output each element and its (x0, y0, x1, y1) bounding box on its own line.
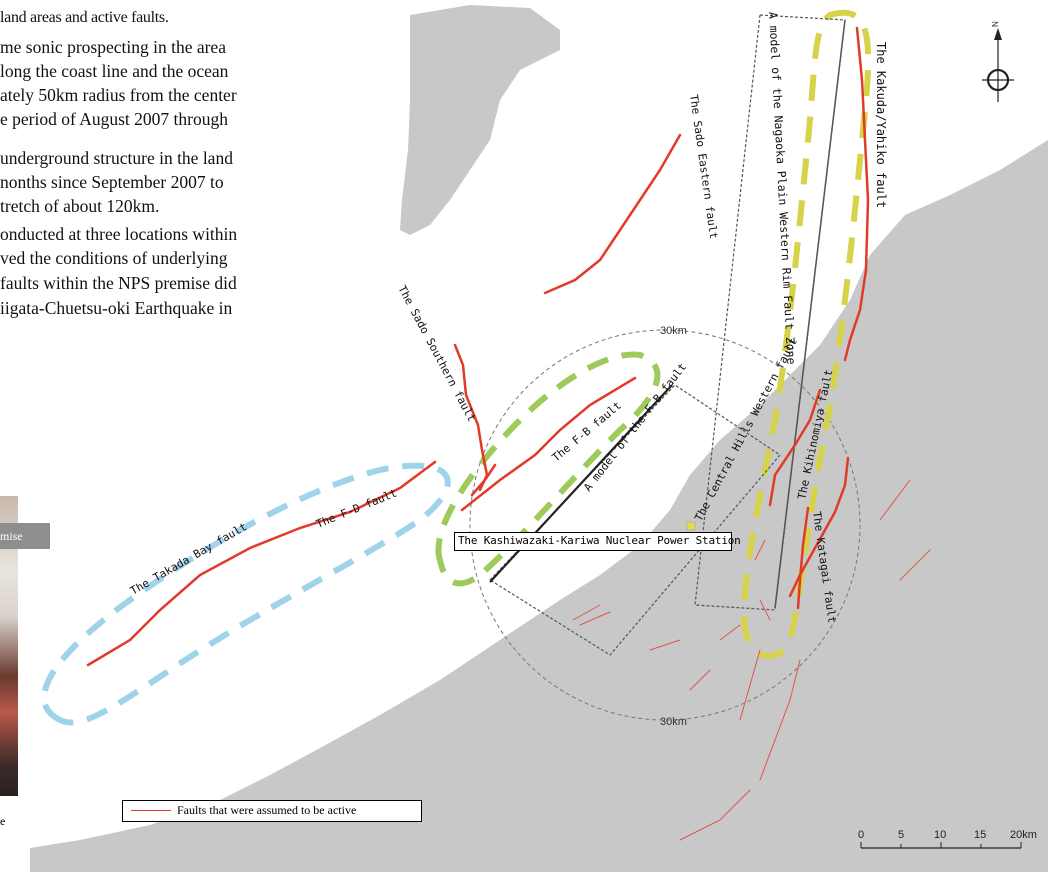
sado-island (400, 5, 560, 235)
body-text-line: onducted at three locations within (0, 224, 238, 244)
north-arrow: N (982, 21, 1014, 102)
label-fd: The F-D fault (314, 486, 399, 530)
scale-tick-20: 20km (1010, 829, 1037, 841)
sado-eastern-fault (543, 133, 682, 295)
body-text-line: ately 50km radius from the center (0, 85, 237, 105)
power-station-label: The Kashiwazaki-Kariwa Nuclear Power Sta… (458, 534, 741, 547)
body-text-line: tretch of about 120km. (0, 196, 160, 216)
kihinomiya-fault (788, 456, 850, 598)
label-sado-southern: The Sado Southern fault (395, 283, 478, 424)
label-nagaoka-model: A model of the Nagaoka Plain Western Rim… (766, 11, 798, 364)
radius-circle (469, 329, 861, 721)
radius-label-top: 30km (660, 325, 687, 337)
body-text-line: long the coast line and the ocean (0, 61, 229, 81)
body-text-line: me sonic prospecting in the area (0, 37, 226, 57)
label-sado-eastern: The Sado Eastern fault (687, 94, 720, 240)
body-text-line: e period of August 2007 through (0, 109, 228, 129)
north-label: N (991, 21, 1000, 27)
body-text-line: faults within the NPS premise did (0, 273, 237, 293)
photo-caption-bar (0, 523, 50, 549)
central-hills-fault (768, 388, 822, 507)
inspection-photo (0, 496, 18, 796)
legend: Faults that were assumed to be active (122, 800, 422, 822)
kakuda-yahiko-fault (843, 26, 870, 362)
photo-bottom-caption: e (0, 814, 6, 828)
sado-southern-fault-2 (470, 463, 497, 497)
body-text-line: underground structure in the land (0, 148, 233, 168)
active-faults (86, 26, 870, 667)
mainland (30, 140, 1048, 872)
scale-tick-0: 0 (858, 829, 864, 841)
scale-tick-5: 5 (898, 829, 904, 841)
nagaoka-model-line (774, 19, 846, 609)
radius-label-bottom: 30km (660, 716, 687, 728)
body-text-line: nonths since September 2007 to (0, 172, 224, 192)
nagaoka-zone-outline (741, 9, 872, 659)
takada-zone-outline (41, 462, 451, 726)
legend-fault-swatch (131, 810, 171, 811)
fb-zone-outline (435, 351, 661, 587)
scale-tick-10: 10 (934, 829, 946, 841)
scale-bar: 0 5 10 15 20km (858, 829, 1037, 849)
body-text-line: land areas and active faults. (0, 9, 169, 26)
body-text-line: iigata-Chuetsu-oki Earthquake in (0, 298, 233, 318)
nagaoka-model-box (694, 14, 846, 611)
legend-label: Faults that were assumed to be active (177, 803, 357, 817)
scale-tick-15: 15 (974, 829, 986, 841)
fb-fault (460, 376, 637, 512)
power-station-label-box: The Kashiwazaki-Kariwa Nuclear Power Sta… (454, 532, 741, 551)
katagai-fault (796, 506, 810, 610)
photo-caption: mise (0, 529, 23, 543)
minor-faults (572, 479, 931, 841)
label-kakuda-yahiko: The Kakuda/Yahiko fault (874, 42, 888, 208)
fd-takada-fault (86, 460, 437, 667)
power-station-marker (686, 521, 696, 531)
body-text-line: ved the conditions of underlying (0, 248, 228, 268)
